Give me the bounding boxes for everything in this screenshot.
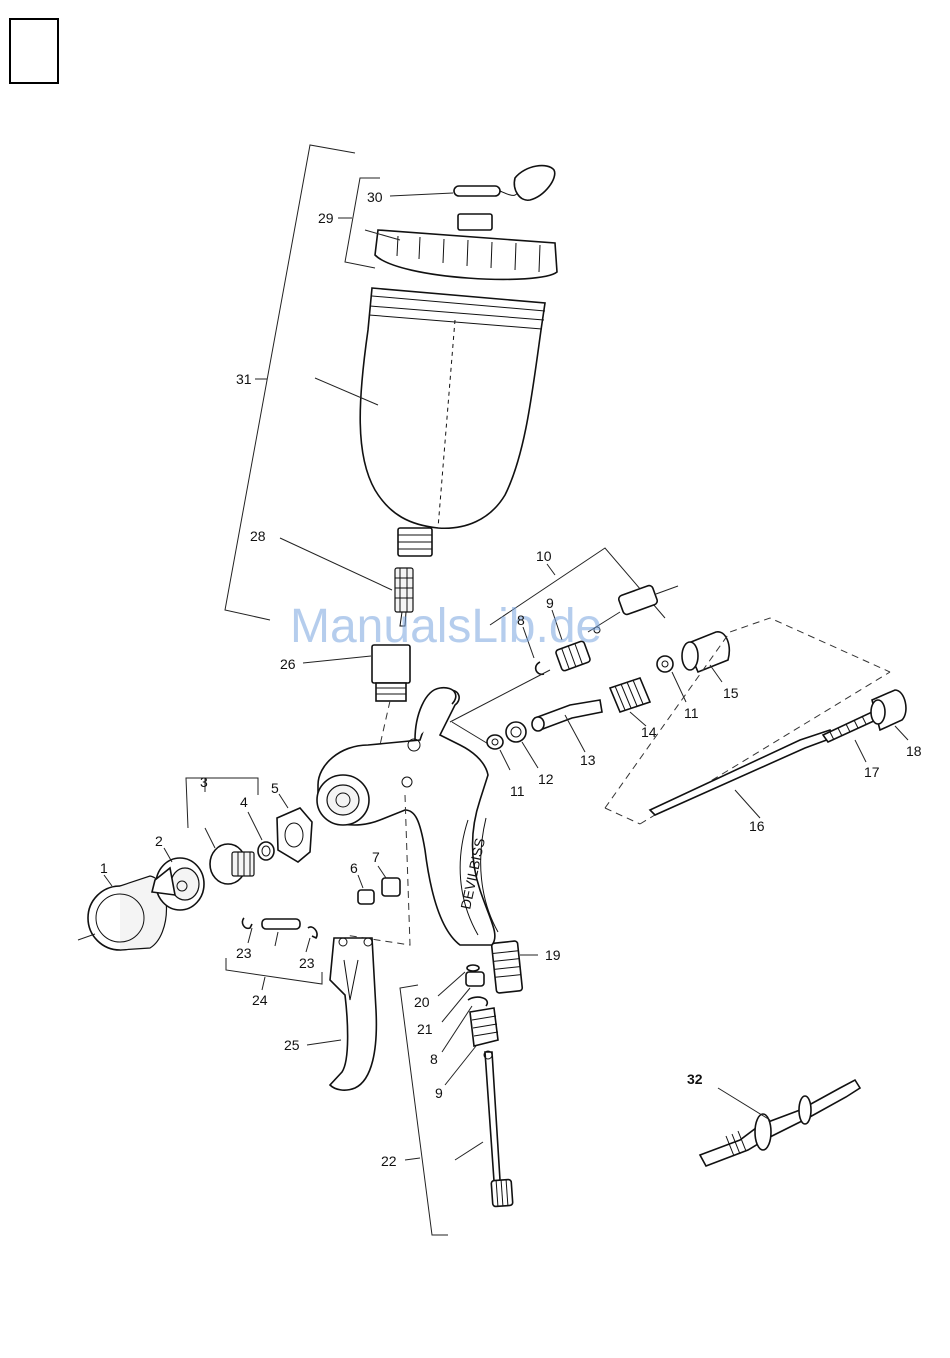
label-16: 16 bbox=[749, 818, 765, 834]
fluid-needle-group bbox=[605, 618, 908, 824]
cup-assembly bbox=[225, 145, 557, 626]
label-24: 24 bbox=[252, 992, 268, 1008]
label-29: 29 bbox=[318, 210, 334, 226]
label-25: 25 bbox=[284, 1037, 300, 1053]
label-8-bottom: 8 bbox=[430, 1051, 438, 1067]
fluid-nozzle bbox=[205, 828, 254, 884]
label-31: 31 bbox=[236, 371, 252, 387]
label-5: 5 bbox=[271, 780, 279, 796]
label-9-top: 9 bbox=[546, 595, 554, 611]
label-6: 6 bbox=[350, 860, 358, 876]
label-3: 3 bbox=[200, 774, 208, 790]
label-23-left: 23 bbox=[236, 945, 252, 961]
label-9-bottom: 9 bbox=[435, 1085, 443, 1101]
cup-lid bbox=[365, 214, 557, 279]
label-14: 14 bbox=[641, 724, 657, 740]
small-parts-6-7 bbox=[358, 866, 400, 904]
label-10: 10 bbox=[536, 548, 552, 564]
trigger bbox=[307, 938, 376, 1090]
label-30: 30 bbox=[367, 189, 383, 205]
air-valve-group bbox=[400, 941, 538, 1235]
label-7: 7 bbox=[372, 849, 380, 865]
watermark: ManualsLib.de bbox=[290, 600, 602, 653]
label-17: 17 bbox=[864, 764, 880, 780]
label-32: 32 bbox=[687, 1071, 703, 1087]
label-28: 28 bbox=[250, 528, 266, 544]
label-26: 26 bbox=[280, 656, 296, 672]
cup-body bbox=[315, 288, 545, 556]
baffle bbox=[277, 794, 312, 862]
label-2: 2 bbox=[155, 833, 163, 849]
label-21: 21 bbox=[417, 1021, 433, 1037]
gun-body: DEVILBISS bbox=[303, 645, 498, 945]
service-tool bbox=[700, 1080, 860, 1166]
label-11-left: 11 bbox=[510, 783, 525, 799]
label-13: 13 bbox=[580, 752, 596, 768]
label-19: 19 bbox=[545, 947, 561, 963]
label-4: 4 bbox=[240, 794, 248, 810]
label-8-top: 8 bbox=[517, 612, 525, 628]
label-18: 18 bbox=[906, 743, 922, 759]
label-22: 22 bbox=[381, 1153, 397, 1169]
label-15: 15 bbox=[723, 685, 739, 701]
label-23-right: 23 bbox=[299, 955, 315, 971]
label-12: 12 bbox=[538, 771, 554, 787]
label-1: 1 bbox=[100, 860, 108, 876]
label-11-right: 11 bbox=[684, 705, 699, 721]
lid-cap bbox=[390, 166, 555, 201]
label-20: 20 bbox=[414, 994, 430, 1010]
